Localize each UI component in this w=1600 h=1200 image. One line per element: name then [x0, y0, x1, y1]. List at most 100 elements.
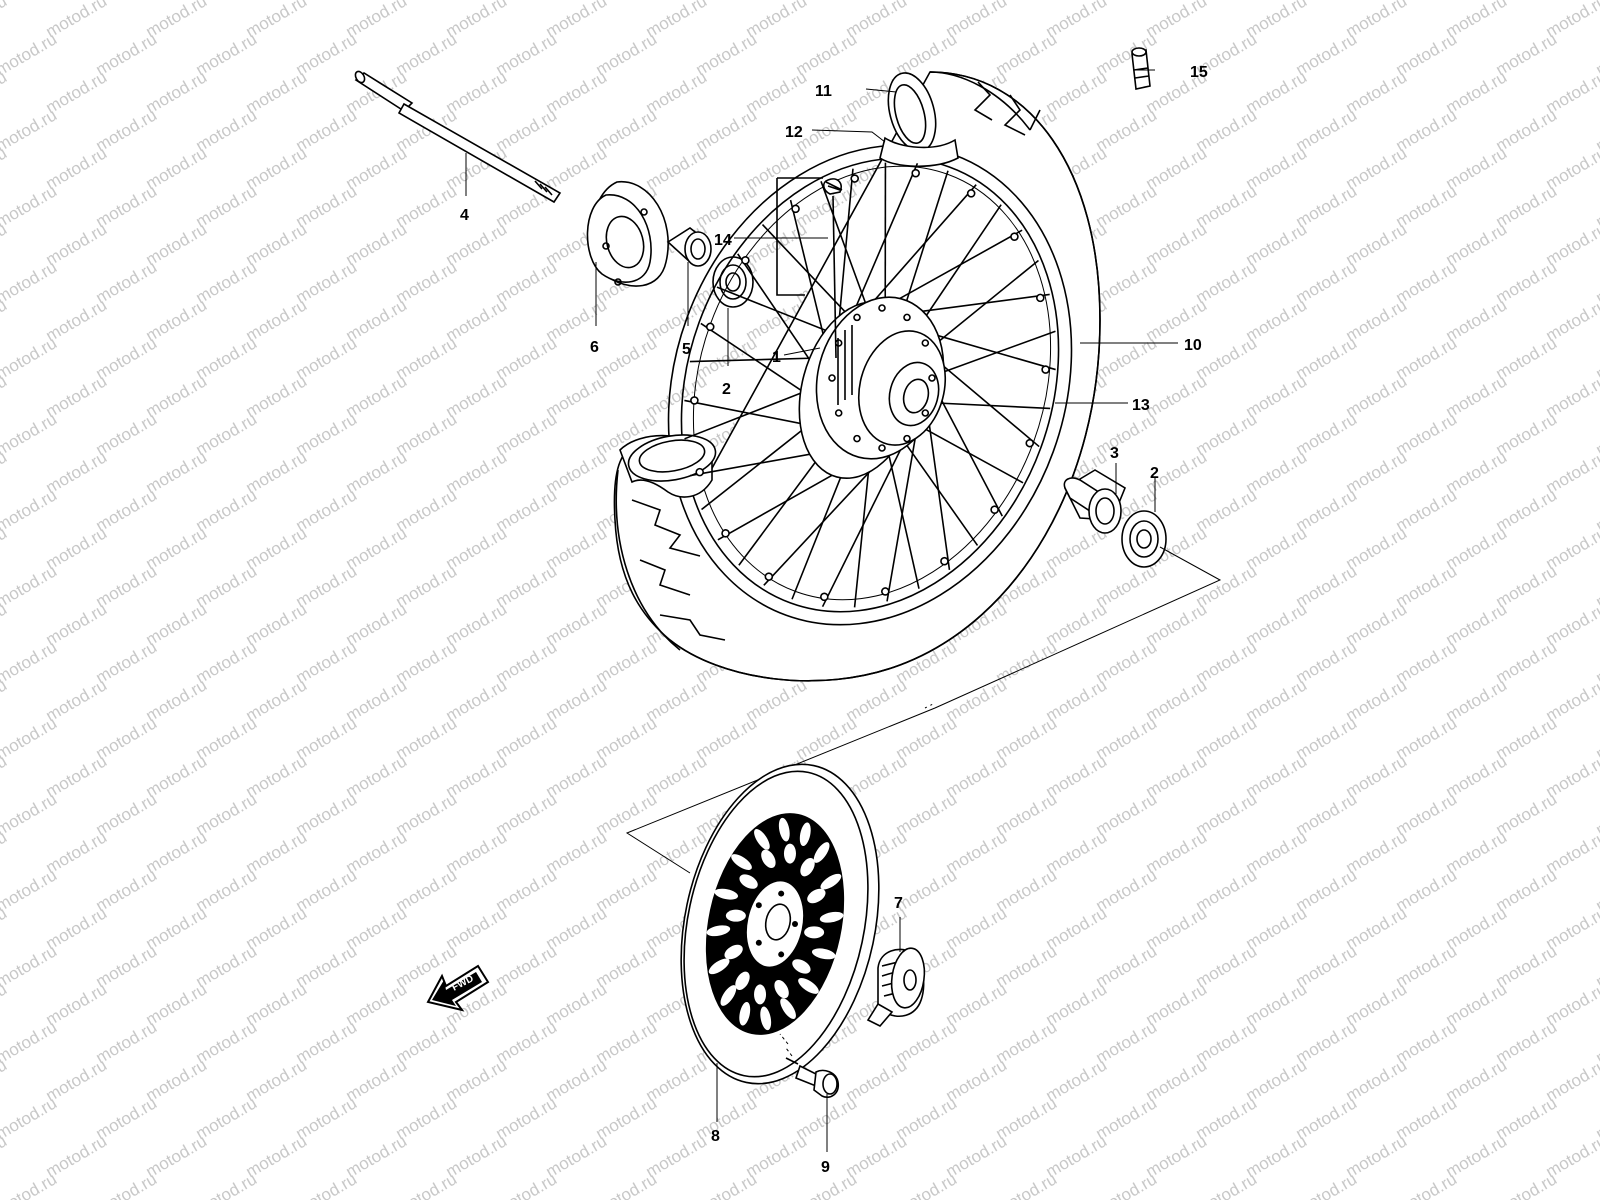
spoke-nipple [850, 174, 859, 183]
spoke-nipple [1041, 365, 1050, 374]
callout-12: 12 [785, 124, 803, 141]
callout-6: 6 [590, 339, 599, 356]
watermark-text: motod.ru [0, 1093, 60, 1143]
spoke-nipple [911, 168, 920, 178]
watermark-text: motod.ru [0, 333, 60, 383]
front-axle [354, 70, 562, 204]
spoke-nipple [695, 467, 704, 477]
disc-bolt-hole [792, 921, 798, 927]
disc-cutout [739, 1001, 751, 1026]
hub-hole [878, 444, 886, 452]
disc-bolt-hole [778, 951, 785, 958]
disc-cutout [778, 817, 790, 842]
disc-cutout [798, 978, 819, 994]
spoke-wheel [613, 71, 1101, 682]
hub-spoke-holes [828, 304, 936, 452]
disc-bolt-hole [778, 890, 785, 897]
watermark-text: motod.ru [593, 1169, 661, 1200]
watermark-text: motod.ru [0, 0, 60, 3]
callout-4: 4 [460, 207, 469, 224]
disc-cutout [754, 984, 767, 1005]
disc-cutouts [706, 817, 844, 1031]
disc-cutout [731, 854, 752, 870]
callout-10: 10 [1184, 337, 1202, 354]
callout-13: 13 [1132, 397, 1150, 414]
hub-hole [928, 374, 936, 382]
disc-bolt-hole [755, 939, 762, 946]
spoke-nipple [1025, 438, 1035, 448]
disc-cutout [714, 888, 739, 900]
disc-cutout [819, 911, 844, 923]
watermark-text: motod.ru [0, 713, 60, 763]
callout-1: 1 [772, 349, 781, 366]
watermark-text: motod.ru [93, 1169, 161, 1200]
watermark-text: motod.ru [293, 1169, 361, 1200]
hub-hole [834, 409, 843, 417]
spoke [836, 168, 854, 344]
disc-cutout [800, 858, 815, 877]
disc-cutout [780, 998, 796, 1019]
disc-cutout [774, 979, 789, 999]
spoke-nipple [990, 505, 999, 515]
spoke-nipple [690, 396, 699, 405]
callout-8: 8 [711, 1128, 720, 1145]
watermark-text: motod.ru [0, 789, 60, 839]
watermark-text: motod.ru [693, 1169, 761, 1200]
spoke-nipple [1036, 293, 1045, 303]
watermark-text: motod.ru [193, 1169, 261, 1200]
watermark-text: motod.ru [1593, 1169, 1600, 1200]
spoke-nipple [966, 189, 976, 198]
spoke [716, 286, 841, 338]
disc-cutout [761, 849, 776, 869]
watermark-text: motod.ru [0, 409, 60, 459]
watermark-text: motod.ru [0, 637, 60, 687]
disc-cutout [724, 944, 743, 960]
spoke [878, 229, 1023, 311]
spoke-set [776, 177, 843, 359]
spoke-nipple [741, 255, 750, 265]
brake-disc [680, 763, 880, 1085]
disc-cutout [706, 925, 731, 937]
spoke [902, 439, 979, 546]
disc-cutout [792, 959, 811, 974]
disc-cutout [804, 926, 825, 939]
spoke-nipple [1010, 232, 1019, 241]
callout-9: 9 [821, 1159, 830, 1176]
hub-hole [921, 339, 930, 347]
spoke-nipple [881, 587, 890, 596]
callout-3: 3 [1110, 445, 1119, 462]
spoke [821, 434, 909, 608]
disc-bolt [779, 1033, 840, 1098]
spoke [853, 449, 872, 608]
disc-cutout [708, 958, 730, 975]
assembly-lines [625, 546, 1222, 874]
watermark-text: motod.ru [0, 257, 60, 307]
hub-hole [828, 374, 836, 382]
callout-14: 14 [714, 232, 732, 249]
spoke [922, 259, 1039, 356]
spoke [820, 181, 870, 312]
bearing-lower [1121, 510, 1167, 568]
hub-hole [853, 313, 861, 322]
watermark-text: motod.ru [0, 29, 60, 79]
watermark-text: motod.ru [393, 1169, 461, 1200]
spoke [847, 162, 919, 326]
spoke [886, 448, 920, 589]
hub-hole [903, 434, 911, 443]
spoke-nipple [820, 592, 829, 602]
spoke [886, 416, 920, 602]
watermark-text: motod.ru [1193, 1169, 1261, 1200]
callout-labels: 4 6 5 2 1 11 12 14 15 10 13 3 2 7 8 9 [460, 64, 1208, 1176]
disc-bolt-hole [755, 902, 762, 909]
spacer-plate [586, 181, 669, 287]
watermark-text: motod.ru [993, 1169, 1061, 1200]
callout-11: 11 [815, 83, 832, 100]
watermark-text: motod.ru [0, 181, 60, 231]
disc-cutout [725, 909, 746, 922]
hub-hole [903, 313, 911, 322]
watermark-text: motod.ru [0, 0, 10, 41]
disc-cutout [811, 948, 836, 960]
watermark-text: motod.ru [0, 485, 60, 535]
